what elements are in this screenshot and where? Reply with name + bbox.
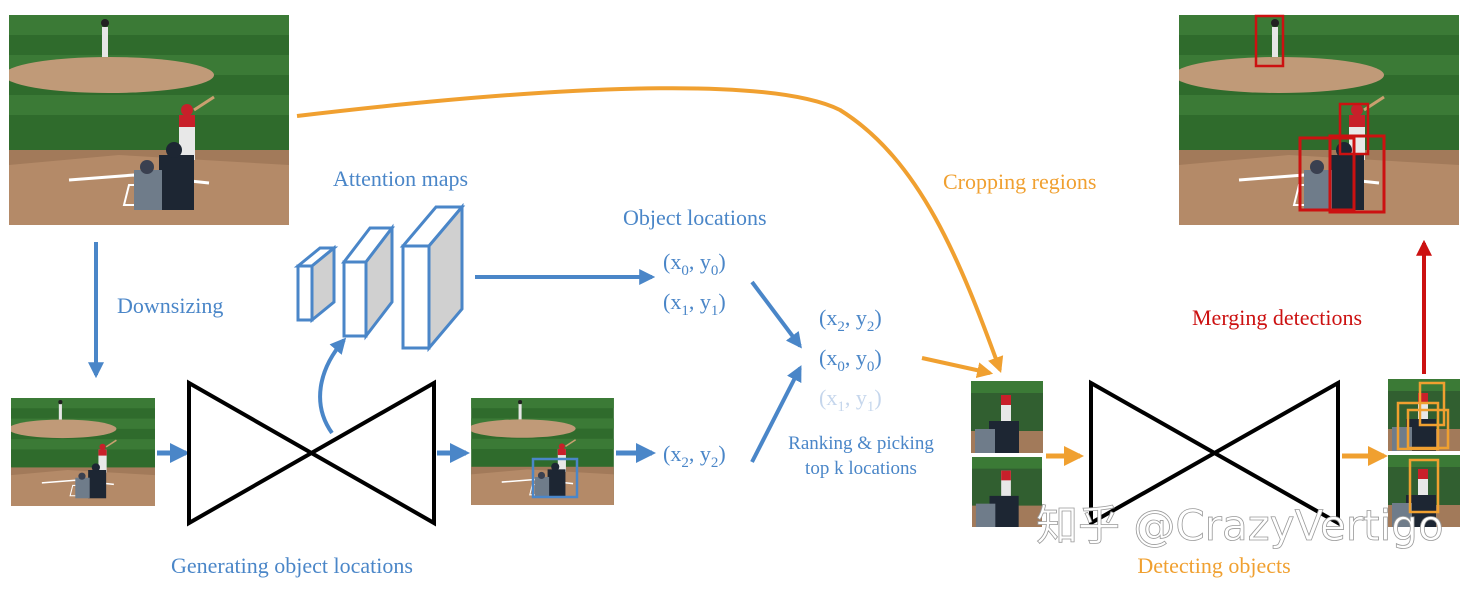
- input-image: [9, 15, 289, 225]
- to-attention-arrow: [318, 337, 347, 435]
- final-detection-image: [1179, 14, 1459, 225]
- coord-x1y1: (x1, y1): [663, 289, 726, 319]
- location-box: [531, 457, 579, 499]
- detection-network: [1089, 379, 1340, 527]
- coord-x0y0: (x0, y0): [663, 249, 726, 279]
- rank-arrow-top: [750, 280, 802, 349]
- attention-map-medium: [340, 223, 396, 341]
- detection-crop-2: [1388, 455, 1460, 527]
- detecting-objects-label: Detecting objects: [1137, 553, 1290, 578]
- merging-detections-label: Merging detections: [1192, 305, 1362, 330]
- cropped-region-1: [971, 381, 1043, 453]
- ranked-x2y2: (x2, y2): [819, 305, 882, 335]
- ranked-x1y1-dropped: (x1, y1): [819, 385, 882, 415]
- cropping-curve-arrow: [296, 86, 1004, 374]
- detected-location-image: [471, 398, 614, 505]
- object-locations-label: Object locations: [623, 205, 767, 230]
- ranked-to-crops-arrow: [921, 356, 994, 379]
- downsized-image: [11, 398, 155, 506]
- attention-maps-label: Attention maps: [333, 166, 468, 191]
- coord-x2y2: (x2, y2): [663, 441, 726, 471]
- attention-maps: [293, 202, 466, 353]
- detection-crop-1: [1388, 379, 1460, 451]
- cropped-region-2: [972, 457, 1042, 527]
- watermark-text: 知乎 @CrazyVertigo: [1036, 501, 1444, 550]
- final-box-catcher: [1298, 136, 1356, 212]
- rank-arrow-bottom: [750, 365, 802, 463]
- attention-map-large: [399, 202, 466, 353]
- location-network: [187, 379, 436, 527]
- generating-locations-label: Generating object locations: [171, 553, 413, 578]
- ranking-label-line1: Ranking & picking: [788, 433, 934, 454]
- ranking-label-line2: top k locations: [805, 458, 917, 479]
- cropping-regions-label: Cropping regions: [943, 169, 1096, 194]
- attention-map-small: [293, 244, 339, 324]
- ranked-x0y0: (x0, y0): [819, 345, 882, 375]
- final-box-umpire: [1328, 134, 1386, 214]
- downsizing-label: Downsizing: [117, 293, 223, 318]
- final-box-pitcher: [1254, 14, 1285, 68]
